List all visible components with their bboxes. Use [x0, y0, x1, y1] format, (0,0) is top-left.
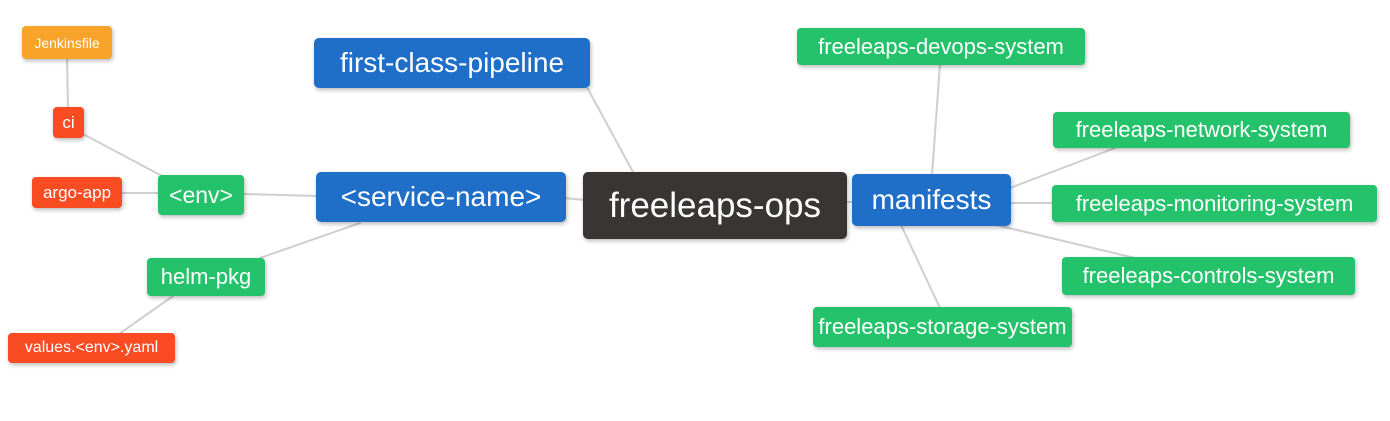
node-freeleaps-controls-system[interactable]: freeleaps-controls-system: [1062, 257, 1355, 295]
node-freeleaps-devops-system[interactable]: freeleaps-devops-system: [797, 28, 1085, 65]
edge-manifests-storage: [900, 224, 941, 309]
node-manifests[interactable]: manifests: [852, 174, 1011, 226]
node-freeleaps-network-system[interactable]: freeleaps-network-system: [1053, 112, 1350, 148]
edge-manifests-devops: [931, 63, 941, 176]
node-ci[interactable]: ci: [53, 107, 84, 138]
edge-root-service-name: [563, 197, 586, 201]
node-values-env-yaml[interactable]: values.<env>.yaml: [8, 333, 175, 363]
edge-ci-jenkinsfile: [66, 57, 69, 109]
edge-manifests-controls: [991, 223, 1136, 259]
edge-manifests-network: [1009, 147, 1116, 189]
node-freeleaps-ops[interactable]: freeleaps-ops: [583, 172, 847, 239]
node-freeleaps-monitoring-system[interactable]: freeleaps-monitoring-system: [1052, 185, 1377, 222]
edge-root-first-class-pipeline: [587, 88, 634, 173]
edge-helm-pkg-values-yaml: [118, 295, 174, 335]
node-argo-app[interactable]: argo-app: [32, 177, 122, 208]
node-freeleaps-storage-system[interactable]: freeleaps-storage-system: [813, 307, 1072, 347]
edge-service-name-helm-pkg: [259, 222, 361, 259]
node-service-name[interactable]: <service-name>: [316, 172, 566, 222]
node-helm-pkg[interactable]: helm-pkg: [147, 258, 265, 296]
edge-env-ci: [82, 133, 163, 177]
node-first-class-pipeline[interactable]: first-class-pipeline: [314, 38, 590, 88]
edge-service-name-env: [243, 193, 318, 197]
node-jenkinsfile[interactable]: Jenkinsfile: [22, 26, 112, 59]
node-env[interactable]: <env>: [158, 175, 244, 215]
